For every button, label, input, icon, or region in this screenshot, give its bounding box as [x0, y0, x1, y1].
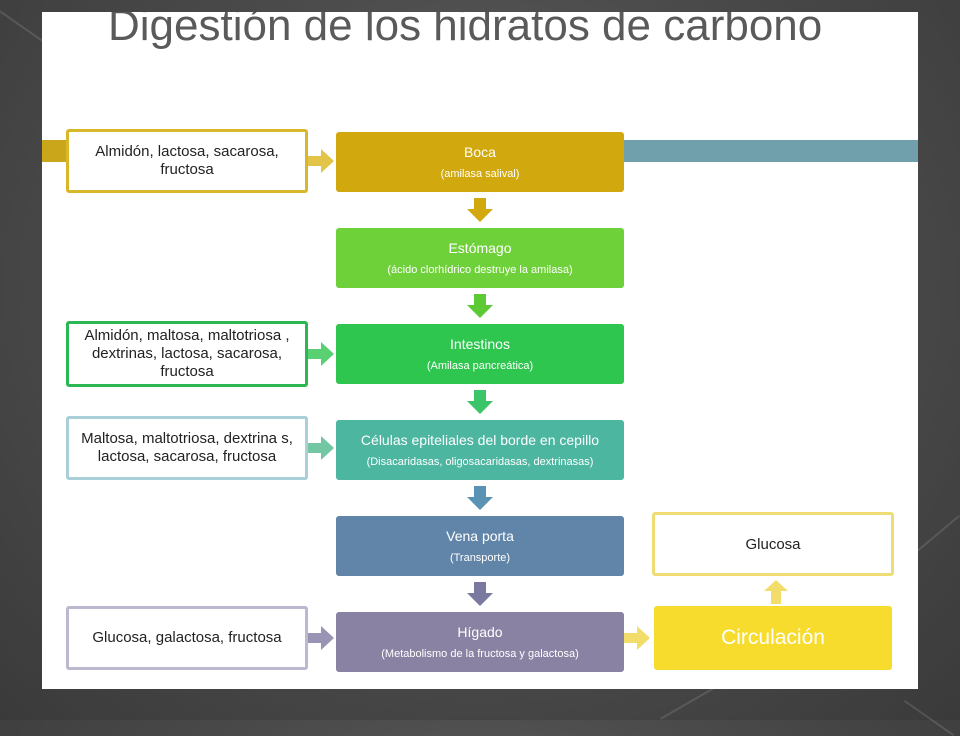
stage-vena-porta: Vena porta (Transporte) — [336, 516, 624, 576]
arrow-down-icon — [467, 390, 493, 414]
stage-celulas-name: Células epiteliales del borde en cepillo — [360, 431, 600, 448]
arrow-right-icon — [308, 342, 334, 366]
stage-boca-name: Boca — [464, 143, 496, 160]
output-circulacion: Circulación — [654, 606, 892, 670]
input-celulas: Maltosa, maltotriosa, dextrina s, lactos… — [66, 416, 308, 480]
arrow-right-icon — [308, 436, 334, 460]
stage-higado-sub: (Metabolismo de la fructosa y galactosa) — [381, 647, 579, 660]
stage-celulas-sub: (Disacaridasas, oligosacaridasas, dextri… — [366, 455, 594, 468]
arrow-right-icon — [308, 149, 334, 173]
output-circulacion-text: Circulación — [721, 626, 825, 649]
input-intestinos: Almidón, maltosa, maltotriosa , dextrina… — [66, 321, 308, 387]
stage-intestinos-name: Intestinos — [450, 335, 510, 352]
arrow-up-icon — [764, 580, 788, 604]
stage-estomago-name: Estómago — [448, 239, 512, 256]
stage-boca-sub: (amilasa salival) — [440, 167, 520, 180]
stage-intestinos-sub: (Amilasa pancreática) — [426, 359, 534, 372]
arrow-down-icon — [467, 486, 493, 510]
input-higado: Glucosa, galactosa, fructosa — [66, 606, 308, 670]
output-glucosa: Glucosa — [652, 512, 894, 576]
background-line — [903, 700, 955, 736]
stage-higado-name: Hígado — [457, 623, 503, 640]
input-boca-text: Almidón, lactosa, sacarosa, fructosa — [95, 143, 279, 178]
arrow-down-icon — [467, 198, 493, 222]
slide: Digestión de los hidratos de carbono Boc… — [42, 12, 918, 689]
stage-higado: Hígado (Metabolismo de la fructosa y gal… — [336, 612, 624, 672]
band-right — [624, 140, 918, 162]
arrow-right-icon — [308, 626, 334, 650]
stage-celulas: Células epiteliales del borde en cepillo… — [336, 420, 624, 480]
band-left — [42, 140, 66, 162]
stage-vena-porta-sub: (Transporte) — [449, 551, 511, 564]
arrow-right-icon — [624, 626, 650, 650]
input-intestinos-text: Almidón, maltosa, maltotriosa , dextrina… — [84, 327, 290, 380]
stage-estomago-sub: (ácido clorhídrico destruye la amilasa) — [387, 263, 573, 276]
input-higado-text: Glucosa, galactosa, fructosa — [92, 629, 282, 646]
arrow-down-icon — [467, 294, 493, 318]
stage-boca: Boca (amilasa salival) — [336, 132, 624, 192]
stage-intestinos: Intestinos (Amilasa pancreática) — [336, 324, 624, 384]
slide-title: Digestión de los hidratos de carbono — [108, 12, 823, 50]
stage-estomago: Estómago (ácido clorhídrico destruye la … — [336, 228, 624, 288]
arrow-down-icon — [467, 582, 493, 606]
input-boca: Almidón, lactosa, sacarosa, fructosa — [66, 129, 308, 193]
stage-vena-porta-name: Vena porta — [446, 527, 514, 544]
output-glucosa-text: Glucosa — [745, 535, 801, 553]
input-celulas-text: Maltosa, maltotriosa, dextrina s, lactos… — [81, 430, 293, 465]
